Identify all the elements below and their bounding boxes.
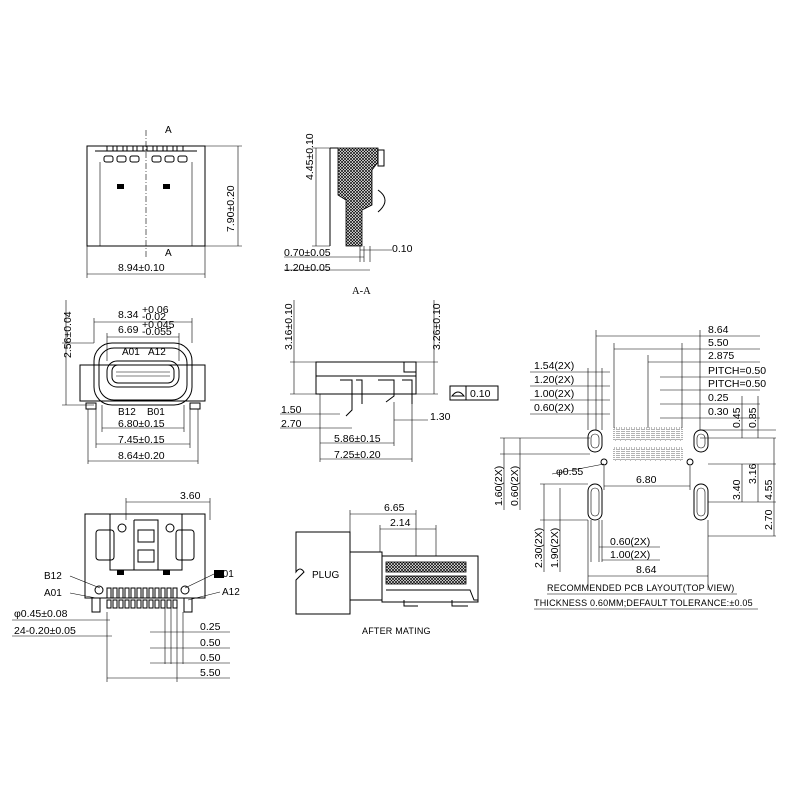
side-view: 3.16±0.10 3.26±0.10 0.10 1.50 2.70 1.30 … (280, 300, 499, 462)
section-dim-120: 1.20±0.05 (284, 262, 331, 274)
pcb-dim-060v: 0.60(2X) (509, 466, 521, 506)
end-inner-width: 6.69 (118, 324, 139, 336)
side-flatness: 0.10 (470, 388, 491, 400)
side-dim-130: 1.30 (430, 411, 451, 423)
pcb-dim-025: 0.25 (708, 392, 729, 404)
end-dim-745: 7.45±0.15 (118, 434, 165, 446)
pcb-layout: 8.64 5.50 2.875 PITCH=0.50 PITCH=0.50 0.… (493, 324, 776, 610)
mating-caption: AFTER MATING (362, 626, 431, 636)
pcb-dim-340: 3.40 (731, 479, 743, 500)
bottom-dim-550: 5.50 (200, 667, 221, 679)
pcb-dim-154: 1.54(2X) (534, 360, 574, 372)
pcb-dim-190: 1.90(2X) (549, 528, 561, 568)
pcb-dim-455: 4.55 (763, 479, 775, 500)
pcb-pitch-2: PITCH=0.50 (708, 378, 766, 390)
pcb-dim-085: 0.85 (747, 407, 759, 428)
pcb-dim-060: 0.60(2X) (534, 402, 574, 414)
pcb-dim-100: 1.00(2X) (534, 388, 574, 400)
end-dim-680: 6.80±0.15 (118, 418, 165, 430)
end-inner-tol-minus: -0.055 (142, 326, 172, 338)
end-outer-tol-plus: +0.06 (142, 304, 169, 316)
mating-view: PLUG 6.65 2.14 AFTER MATING (295, 502, 479, 636)
end-dim-864: 8.64±0.20 (118, 450, 165, 462)
pcb-dim-230: 2.30(2X) (533, 528, 545, 568)
bottom-dim-360: 3.60 (180, 490, 201, 502)
bottom-label-b01: B01 (216, 569, 234, 580)
mating-dim-214: 2.14 (390, 517, 411, 529)
section-title: A-A (352, 286, 371, 297)
section-height-dim: 4.45±0.10 (304, 133, 316, 180)
pin-label-b12: B12 (118, 407, 136, 418)
side-height-left: 3.16±0.10 (283, 303, 295, 350)
mating-dim-665: 6.65 (384, 502, 405, 514)
end-inner-tol-plus: +0.045 (142, 319, 175, 331)
bottom-dim-025: 0.25 (200, 621, 221, 633)
side-dim-150: 1.50 (281, 404, 302, 416)
pcb-dim-045: 0.45 (731, 407, 743, 428)
pcb-dim-864-top: 8.64 (708, 324, 729, 336)
pcb-dim-160: 1.60(2X) (493, 466, 505, 506)
bottom-hole-dim: φ0.45±0.08 (14, 608, 68, 620)
bottom-dim-050a: 0.50 (200, 637, 221, 649)
pcb-dim-2875: 2.875 (708, 350, 734, 362)
pcb-dim-270: 2.70 (763, 509, 775, 530)
pcb-pitch-1: PITCH=0.50 (708, 365, 766, 377)
bottom-pins-dim: 24-0.20±0.05 (14, 625, 76, 637)
front-height-dim: 7.90±0.20 (225, 185, 237, 232)
front-view: A A 7.90±0.20 8.94±0.10 (86, 125, 242, 278)
section-dim-070: 0.70±0.05 (284, 247, 331, 259)
bottom-label-b12: B12 (44, 571, 62, 582)
pcb-dim-120: 1.20(2X) (534, 374, 574, 386)
pcb-dim-100b: 1.00(2X) (610, 549, 650, 561)
pin-label-b01: B01 (147, 407, 165, 418)
pcb-dim-864-bottom: 8.64 (636, 564, 657, 576)
side-dim-725: 7.25±0.20 (334, 449, 381, 461)
section-view: 4.45±0.10 0.70±0.05 1.20±0.05 0.10 A-A (284, 133, 413, 297)
end-outer-width: 8.34 (118, 309, 139, 321)
bottom-dim-050b: 0.50 (200, 652, 221, 664)
end-height-dim: 2.56±0.04 (62, 311, 74, 358)
pin-label-a01: A01 (122, 347, 140, 358)
bottom-label-a12: A12 (222, 587, 240, 598)
front-width-dim: 8.94±0.10 (118, 262, 165, 274)
pcb-dim-680: 6.80 (636, 474, 657, 486)
pcb-dim-316: 3.16 (747, 463, 759, 484)
pcb-caption-2: THICKNESS 0.60MM;DEFAULT TOLERANCE:±0.05 (534, 598, 753, 608)
section-mark-top: A (165, 125, 172, 136)
pcb-dim-060b: 0.60(2X) (610, 536, 650, 548)
pcb-dim-550: 5.50 (708, 337, 729, 349)
pcb-hole-dim: φ0.55 (556, 466, 583, 478)
section-dim-010: 0.10 (392, 243, 413, 255)
side-dim-270: 2.70 (281, 418, 302, 430)
bottom-view: 3.60 B12 A01 B01 A12 φ0.45±0.08 24-0.20±… (12, 490, 240, 682)
end-outer-tol-minus: -0.02 (142, 311, 166, 323)
side-dim-586: 5.86±0.15 (334, 433, 381, 445)
side-height-right: 3.26±0.10 (431, 303, 443, 350)
bottom-label-a01: A01 (44, 588, 62, 599)
section-mark-bottom: A (165, 248, 172, 259)
mating-plug-label: PLUG (312, 570, 339, 581)
pin-label-a12: A12 (148, 347, 166, 358)
pcb-caption-1: RECOMMENDED PCB LAYOUT(TOP VIEW) (547, 583, 734, 593)
pcb-dim-030: 0.30 (708, 406, 729, 418)
end-view: 8.34 +0.06 -0.02 6.69 +0.045 -0.055 2.56… (62, 300, 206, 464)
